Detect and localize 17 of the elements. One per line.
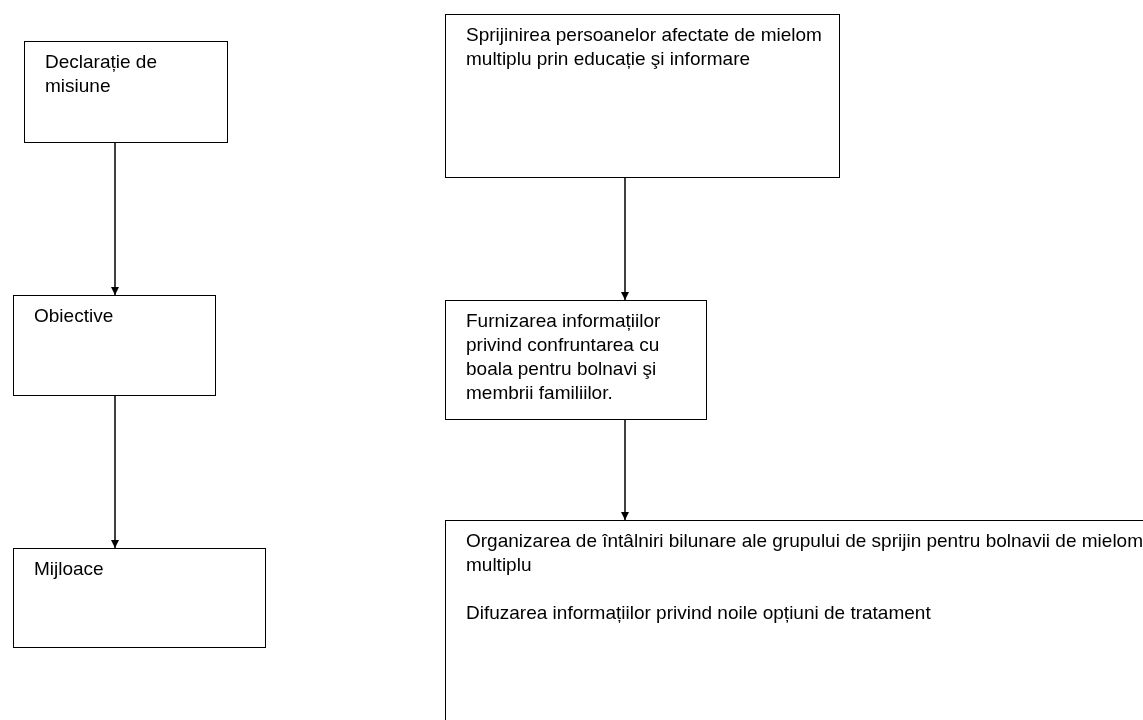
process-box [13,548,266,648]
box-text: Obiective [34,304,115,328]
process-box [445,300,707,420]
box-text: Organizarea de întâlniri bilunare ale grupului de sprijin pentru bolnavii de mielom multiplu [466,529,1143,577]
arrow [111,395,119,549]
arrow [111,142,119,296]
box-text: Sprijinirea persoanelor afectate de mielom multiplu prin educație şi informare [466,23,823,71]
process-box [445,14,840,178]
box-text: Difuzarea informațiilor privind noile opțiuni de tratament [466,601,932,625]
arrow [621,419,629,521]
arrow [621,177,629,301]
process-box [445,520,1143,720]
process-box [13,295,216,396]
box-text: Declarație de misiune [45,50,158,98]
process-box [24,41,228,143]
box-text: Furnizarea informațiilor privind confruntarea cu boala pentru bolnavi şi membrii familiilor. [466,309,662,405]
box-text: Mijloace [34,557,105,581]
